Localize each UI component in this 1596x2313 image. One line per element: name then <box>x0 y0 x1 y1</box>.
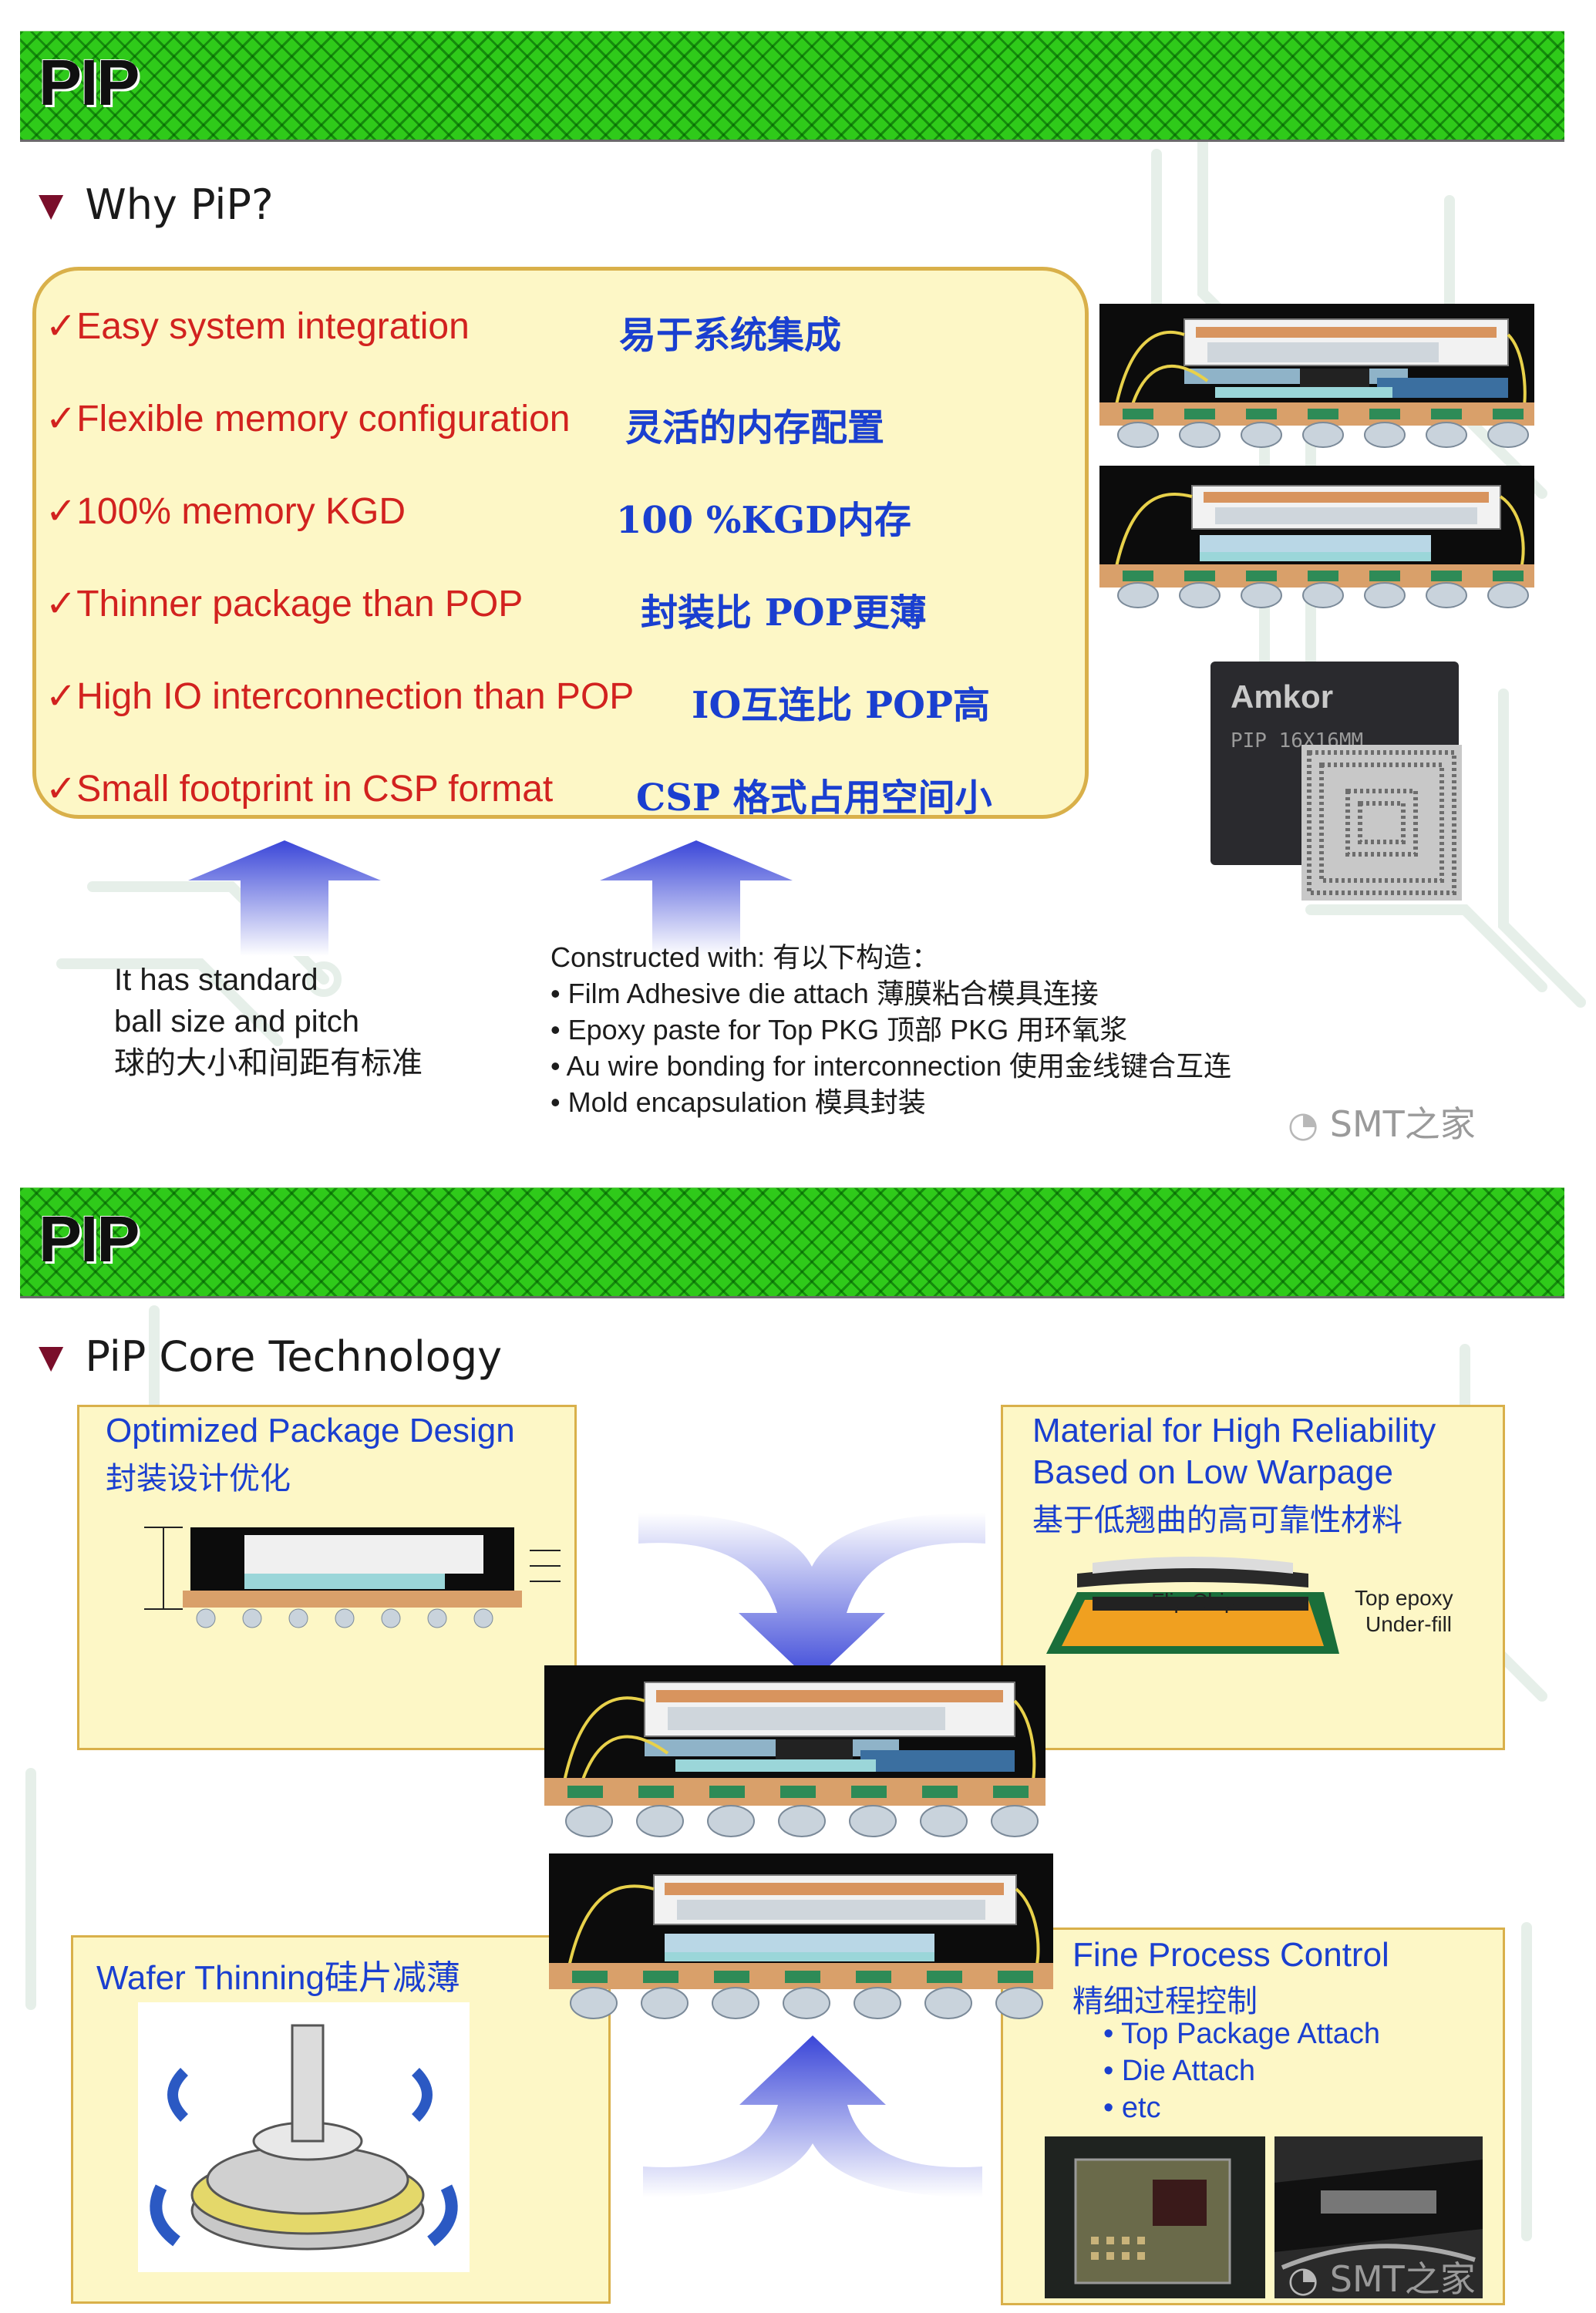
feature-row: ✓Flexible memory configuration 灵活的内存配置 <box>45 399 885 449</box>
panel-subtitle: 精细过程控制 <box>1072 1984 1258 2019</box>
up-converge-arrow-icon <box>643 2035 982 2197</box>
wafer-grinder-illustration <box>138 2002 470 2272</box>
triangle-bullet-icon: ▼ <box>39 1338 64 1375</box>
wechat-watermark: ◔ SMT之家 <box>1288 2258 1476 2300</box>
flip-chip-warpage-diagram <box>1046 1557 1339 1654</box>
heading-text: PiP Core Technology <box>85 1332 503 1381</box>
list-item: • Die Attach <box>1103 2055 1256 2087</box>
section-heading: ▼ Why PiP? <box>39 180 274 229</box>
checkmark-icon: ✓ <box>45 399 77 439</box>
wechat-icon: ◔ <box>1288 2258 1319 2300</box>
section-heading: ▼ PiP Core Technology <box>39 1332 502 1381</box>
title-banner: PIP <box>20 31 1564 142</box>
banner-title: PIP <box>39 1203 140 1275</box>
down-converge-arrow-icon <box>638 1513 985 1682</box>
checkmark-icon: ✓ <box>45 306 77 347</box>
heading-text: Why PiP? <box>85 180 274 229</box>
panel-title: Fine Process Control <box>1072 1936 1389 1974</box>
constructed-title: Constructed with: 有以下构造： <box>551 941 940 973</box>
banner-title: PIP <box>39 46 140 119</box>
panel-material-reliability: Material for High Reliability Based on L… <box>1001 1405 1505 1750</box>
panel-wafer-thinning: Wafer Thinning硅片减薄 <box>71 1935 611 2304</box>
constructed-with-list: Constructed with: 有以下构造： • Film Adhesive… <box>551 939 1231 1120</box>
feature-row: ✓Easy system integration 易于系统集成 <box>45 306 842 357</box>
list-item: • Mold encapsulation 模具封装 <box>551 1086 926 1118</box>
pip-cross-section-image <box>1099 304 1534 448</box>
pip-cross-section-image <box>549 1853 1053 2019</box>
label-top-epoxy: Top epoxy <box>1355 1586 1453 1610</box>
panel-subtitle: 基于低翘曲的高可靠性材料 <box>1032 1503 1402 1538</box>
panel-title: Material for High Reliability <box>1032 1412 1436 1449</box>
panel-title: Wafer Thinning硅片减薄 <box>96 1959 460 1997</box>
feature-row: ✓Small footprint in CSP format CSP 格式占用空… <box>45 769 992 820</box>
chip-logo: Amkor <box>1231 678 1334 715</box>
panel-title: Optimized Package Design <box>106 1412 515 1449</box>
wechat-icon: ◔ <box>1288 1103 1319 1145</box>
list-item: • Film Adhesive die attach 薄膜粘合模具连接 <box>551 978 1099 1009</box>
package-dimension-diagram <box>144 1527 561 1628</box>
title-banner: PIP <box>20 1187 1564 1298</box>
package-attach-photo <box>1274 2136 1483 2298</box>
panel-title: Based on Low Warpage <box>1032 1453 1393 1491</box>
list-item: • Au wire bonding for interconnection 使用… <box>551 1050 1231 1082</box>
pip-cross-section-image <box>1099 466 1534 608</box>
label-flip-chip: Flip Chip <box>1151 1589 1237 1613</box>
feature-row: ✓High IO interconnection than POP IO互连比 … <box>45 676 990 727</box>
up-arrow-icon <box>600 840 793 956</box>
list-item: • Top Package Attach <box>1103 2018 1381 2050</box>
checkmark-icon: ✓ <box>45 676 77 717</box>
checkmark-icon: ✓ <box>45 769 77 810</box>
ball-size-note: It has standard ball size and pitch 球的大小… <box>114 963 423 1080</box>
why-pip-box: ✓Easy system integration 易于系统集成 ✓Flexibl… <box>32 267 1089 820</box>
feature-row: ✓100% memory KGD 100 %KGD内存 <box>45 491 911 542</box>
checkmark-icon: ✓ <box>45 491 77 532</box>
bga-underside-image <box>1301 745 1462 901</box>
panel-process-control: Fine Process Control 精细过程控制 • Top Packag… <box>1001 1928 1505 2305</box>
panel-subtitle: 封装设计优化 <box>106 1461 291 1497</box>
list-item: • etc <box>1103 2092 1161 2124</box>
pip-cross-section-image <box>544 1665 1045 1837</box>
checkmark-icon: ✓ <box>45 584 77 625</box>
label-under-fill: Under-fill <box>1365 1612 1453 1636</box>
wechat-watermark: ◔ SMT之家 <box>1288 1103 1476 1145</box>
triangle-bullet-icon: ▼ <box>39 186 64 224</box>
die-attach-photo <box>1045 2136 1265 2298</box>
up-arrow-icon <box>188 840 381 956</box>
panel-package-design: Optimized Package Design 封装设计优化 <box>77 1405 577 1750</box>
list-item: • Epoxy paste for Top PKG 顶部 PKG 用环氧浆 <box>551 1014 1128 1045</box>
feature-row: ✓Thinner package than POP 封装比 POP更薄 <box>45 584 927 635</box>
